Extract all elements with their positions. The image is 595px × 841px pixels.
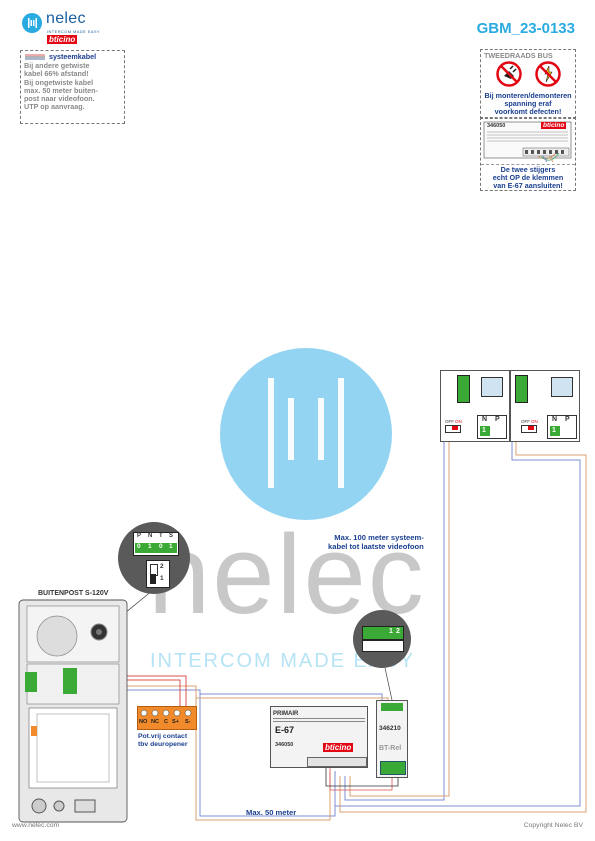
riser-wire-blue: [334, 398, 581, 807]
legend-symbol-label: systeemkabel: [49, 52, 97, 61]
relay-terminal: S+: [172, 719, 179, 725]
bt-relay-zoom-circle: 1 2: [353, 610, 411, 668]
legend-line: post naar videofoon.: [24, 94, 95, 104]
relay-terminal: NC: [151, 719, 160, 725]
relay-bus-wire-2: [196, 697, 389, 700]
bt-relay-zoom-terminals: 1 2: [362, 626, 404, 640]
relay-terminal: C: [164, 719, 169, 725]
brand-logo: nelec INTERCOM MADE EASY bticino: [22, 10, 102, 46]
terminal-value: 1: [169, 543, 173, 550]
outdoor-station-title: BUITENPOST S-120V: [38, 590, 109, 597]
videophone-1: OFF ON N P 1: [440, 370, 510, 442]
legend-line: kabel 66% afstand!: [24, 69, 89, 79]
relay-terminal: S-: [185, 719, 191, 725]
bus-module-brand: bticino: [541, 122, 567, 129]
np-switch: N P 1: [477, 415, 507, 439]
system-cable-symbol: [25, 54, 45, 60]
legend-line: UTP op aanvraag.: [24, 102, 85, 112]
outdoor-zoom-circle: P N T S 0 1 0 1 2 1: [118, 522, 190, 594]
speaker-icon: [36, 615, 78, 657]
footer-website: www.nelec.com: [12, 822, 60, 829]
bus-warning-line: Bij monteren/demonteren: [484, 91, 572, 100]
videophone-screen: [481, 377, 503, 397]
cable-legend-note: systeemkabel Bij andere getwiste kabel 6…: [20, 50, 125, 124]
relay-caption-line: tbv deuropener: [138, 741, 188, 748]
np-label: P: [495, 416, 500, 423]
power-code: 346050: [275, 742, 294, 748]
bt-relay-label: BT-Rel: [379, 745, 402, 752]
terminal-value: 1: [148, 543, 152, 550]
terminal-block: P N T S 0 1 0 1: [133, 532, 179, 556]
bt-zoom-label: 1: [389, 628, 393, 635]
legend-line: Bij ongetwiste kabel: [24, 77, 94, 87]
relay-bus-wire: [200, 693, 383, 700]
terminal-label: T: [159, 533, 163, 539]
nelec-logo-icon: [22, 13, 42, 33]
np-value: 1: [552, 427, 556, 434]
off-label: OFF: [445, 419, 454, 424]
terminal-value: 0: [159, 543, 163, 550]
bus-note-line: van E-67 aansluiten!: [493, 181, 563, 190]
bus-note-text: De twee stijgers echt OP de klemmen van …: [481, 164, 575, 190]
on-label: ON: [531, 419, 538, 424]
relay-caption-line: Pot.vrij contact: [138, 733, 188, 740]
partner-logo: bticino: [47, 35, 78, 44]
dip-label: 1: [160, 575, 164, 582]
terminal-label: P: [137, 533, 142, 539]
bus-note-line: De twee stijgers: [500, 165, 556, 174]
dip-switch: 2 1: [146, 560, 170, 588]
bus-panel-title: TWEEDRAADS BUS: [484, 51, 553, 60]
videophone-screen: [551, 377, 573, 397]
max-system-line: kabel tot laatste videofoon: [328, 542, 424, 551]
bus-warning-text: Bij monteren/demonteren spanning eraf vo…: [481, 92, 575, 116]
power-brand: bticino: [323, 743, 354, 752]
footer-copyright: Copyright Nelec BV: [523, 822, 583, 829]
bt-relay-module: 346210 BT-Rel: [376, 700, 408, 778]
bus-warning-panel: TWEEDRAADS BUS Bij monteren/demonteren s…: [480, 49, 576, 119]
bus-note-line: echt OP de klemmen: [492, 173, 564, 182]
legend-line: Bij andere getwiste: [24, 61, 90, 70]
dip-label: 2: [160, 563, 164, 570]
np-label: P: [565, 416, 570, 423]
zoom-line: [384, 667, 393, 701]
power-model: E-67: [275, 725, 295, 735]
terminal-label: S: [169, 533, 174, 539]
bus-module-code: 346050: [487, 123, 506, 129]
np-label: N: [482, 416, 488, 423]
legend-line: max. 50 meter buiten-: [24, 85, 98, 95]
np-value: 1: [482, 427, 486, 434]
bus-warning-line: voorkomt defecten!: [494, 107, 562, 116]
no-plug-icon: [496, 61, 522, 87]
off-label: OFF: [521, 419, 530, 424]
on-label: ON: [455, 419, 462, 424]
brand-name: nelec: [46, 10, 86, 27]
legend-symbol-row: systeemkabel: [24, 52, 121, 62]
relay-contact-block: NO NC C S+ S-: [137, 706, 197, 730]
document-code: GBM_23-0133: [476, 20, 575, 37]
riser-wire-blue-2: [344, 398, 445, 801]
terminal-label: N: [148, 533, 153, 539]
videophone-2: OFF ON N P 1: [510, 370, 580, 442]
terminal-value: 0: [137, 543, 141, 550]
np-label: N: [552, 416, 558, 423]
bus-warning-line: spanning eraf: [504, 99, 552, 108]
power-relay-wire: [329, 768, 393, 791]
riser-wire-orange: [339, 398, 587, 813]
no-screwdriver-icon: [535, 61, 561, 87]
np-switch: N P 1: [547, 415, 577, 439]
bus-module-panel: 346050 bticino De twee stijgers echt OP …: [480, 117, 576, 191]
relay-terminal: NO: [139, 719, 148, 725]
power-supply: PRIMAIR E-67 346050 bticino: [270, 706, 368, 768]
bt-zoom-label: 2: [396, 628, 400, 635]
power-relay-wire-2: [325, 768, 399, 787]
relay-caption: Pot.vrij contact tbv deuropener: [138, 733, 187, 749]
brand-tagline: INTERCOM MADE EASY: [47, 29, 100, 34]
outdoor-station: [18, 599, 128, 823]
max-system-line: Max. 100 meter systeem-: [334, 533, 424, 542]
bt-relay-code: 346210: [379, 725, 401, 732]
power-primary-label: PRIMAIR: [273, 711, 299, 717]
max-outdoor-cable-note: Max. 50 meter: [246, 808, 297, 817]
max-system-cable-note: Max. 100 meter systeem- kabel tot laatst…: [328, 533, 424, 551]
